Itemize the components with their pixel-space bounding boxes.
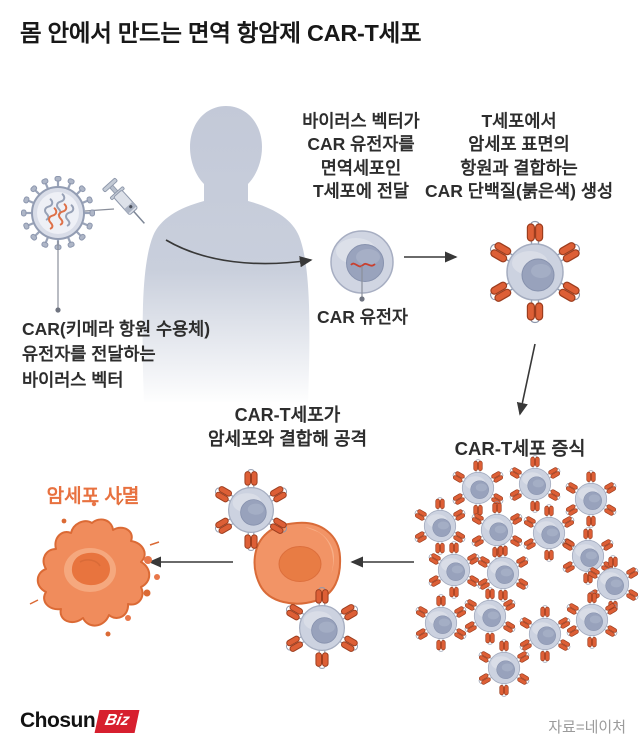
label-attack: CAR-T세포가 암세포와 결합해 공격 [207,405,368,449]
dying-cancer-cell [29,498,160,637]
label-cancer-death: 암세포 사멸 [46,486,140,507]
human-silhouette [142,106,310,402]
page-title: 몸 안에서 만드는 면역 항암제 CAR-T세포 [20,20,422,46]
logo-biz-badge: Biz [94,709,140,733]
cart-cell-icon [487,222,582,323]
label-virus-delivery: 바이러스 벡터가 CAR 유전자를 면역세포인 T세포에 전달 [302,111,420,201]
car-gene-strand [350,262,376,268]
virus-caption-connector [55,241,61,313]
virus-syringe-connector [84,208,115,212]
attack-scene [213,470,360,669]
arrow-body-to-tcell [165,239,313,268]
label-proliferation: CAR-T세포 증식 [454,438,586,459]
label-virus-vector-caption: CAR(키메라 항원 수용체) 유전자를 전달하는 바이러스 벡터 [22,319,211,390]
source-credit: 자료=네이처 [548,719,626,736]
label-car-gene: CAR 유전자 [316,307,409,327]
syringe-icon [102,178,145,224]
arrow-to-proliferation [516,343,536,416]
label-car-protein: T세포에서 암세포 표면의 항원과 결합하는 CAR 단백질(붉은색) 생성 [424,111,614,201]
logo-chosun-text: Chosun [20,709,96,732]
chosunbiz-logo: Chosun Biz [20,709,140,733]
cart-cell-cluster [413,456,639,697]
t-cell-icon [330,230,394,294]
virus-vector-icon [20,175,96,251]
car-gene-connector [359,266,365,302]
